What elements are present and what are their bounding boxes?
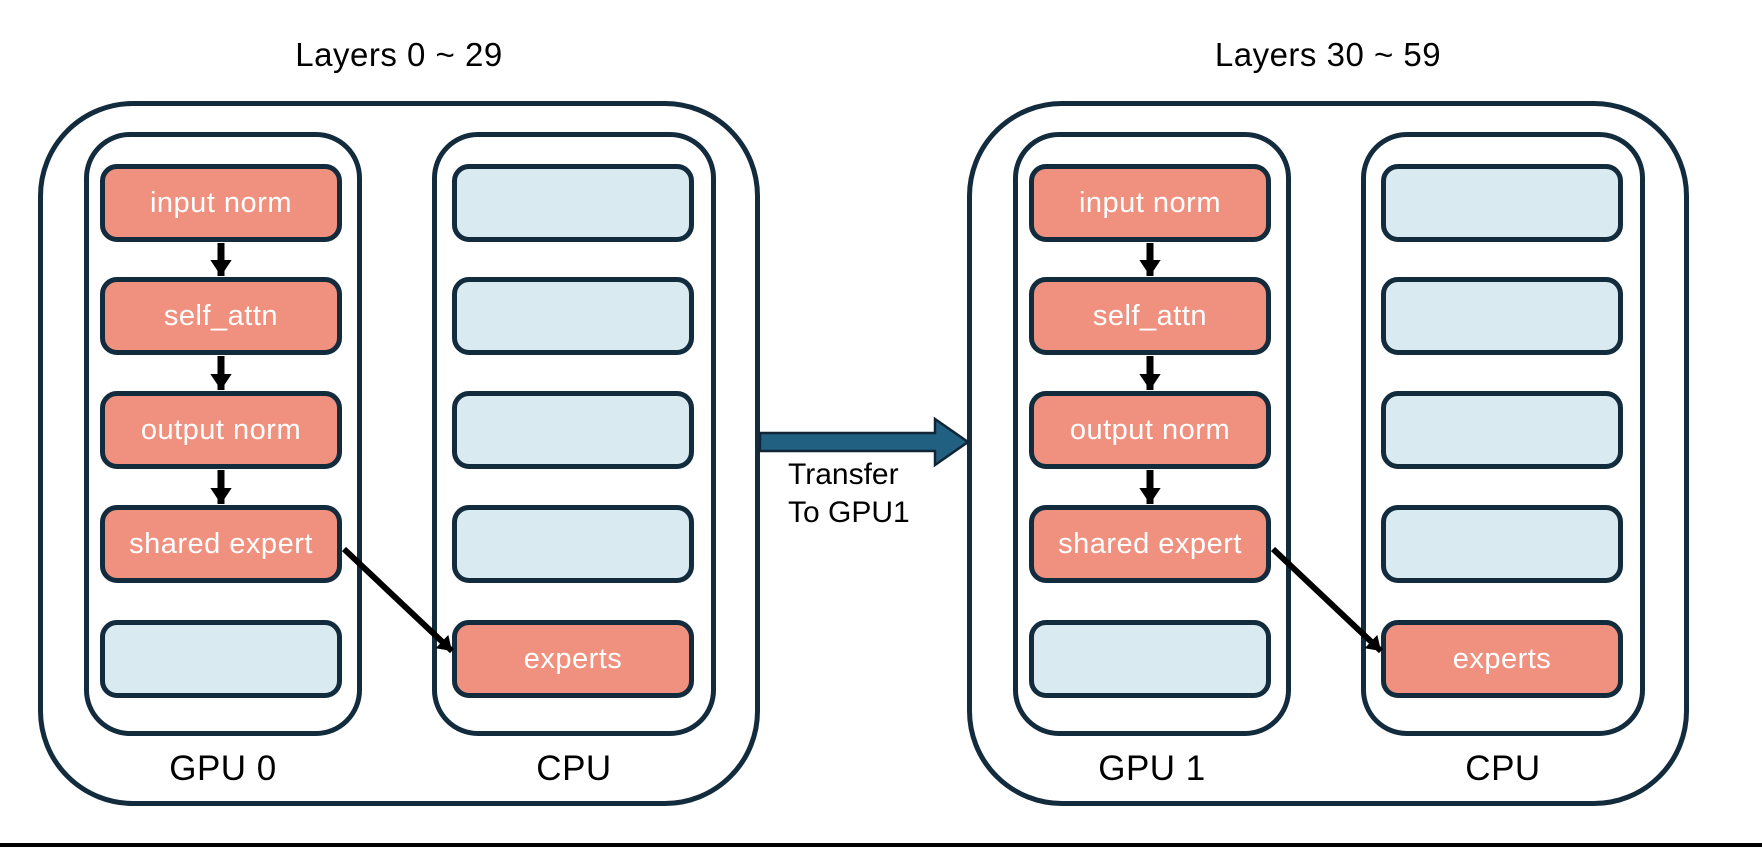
block-output-norm: output norm — [100, 391, 342, 469]
block-experts: experts — [452, 620, 694, 698]
transfer-label-line2: To GPU1 — [788, 496, 910, 529]
gpu-label: GPU 0 — [169, 749, 277, 788]
block-label: output norm — [1069, 413, 1231, 446]
block-output-norm: output norm — [1029, 391, 1271, 469]
group-title: Layers 30 ~ 59 — [1214, 36, 1442, 73]
block-experts: experts — [1381, 620, 1623, 698]
block-label: shared expert — [129, 527, 313, 560]
block-cpu-empty-2 — [1381, 277, 1623, 355]
block-cpu-empty-1 — [452, 164, 694, 242]
block-cpu-empty-3 — [1381, 391, 1623, 469]
block-self-attn: self_attn — [100, 277, 342, 355]
block-label: input norm — [149, 186, 292, 219]
block-cpu-empty-2 — [452, 277, 694, 355]
cpu-label: CPU — [536, 749, 612, 788]
block-cpu-empty-4 — [1381, 505, 1623, 583]
block-shared-expert: shared expert — [1029, 505, 1271, 583]
block-label: shared expert — [1058, 527, 1242, 560]
block-input-norm: input norm — [1029, 164, 1271, 242]
block-label: input norm — [1078, 186, 1221, 219]
block-cpu-empty-4 — [452, 505, 694, 583]
bottom-border-line — [0, 843, 1762, 847]
transfer-label: Transfer To GPU1 — [788, 456, 910, 532]
transfer-label-line1: Transfer — [788, 458, 899, 491]
block-input-norm: input norm — [100, 164, 342, 242]
block-cpu-empty-3 — [452, 391, 694, 469]
block-label: experts — [1452, 642, 1552, 675]
block-label: self_attn — [1092, 299, 1208, 332]
block-label: output norm — [140, 413, 302, 446]
block-self-attn: self_attn — [1029, 277, 1271, 355]
group-title: Layers 0 ~ 29 — [295, 36, 503, 73]
block-cpu-empty-1 — [1381, 164, 1623, 242]
block-gpu-empty — [100, 620, 342, 698]
block-label: self_attn — [163, 299, 279, 332]
layer-group-right: Layers 30 ~ 59 input norm self_attn outp… — [967, 0, 1689, 850]
block-label: experts — [523, 642, 623, 675]
gpu-label: GPU 1 — [1098, 749, 1206, 788]
block-gpu-empty — [1029, 620, 1271, 698]
layer-group-left: Layers 0 ~ 29 input norm self_attn outpu… — [38, 0, 760, 850]
cpu-label: CPU — [1465, 749, 1541, 788]
block-shared-expert: shared expert — [100, 505, 342, 583]
